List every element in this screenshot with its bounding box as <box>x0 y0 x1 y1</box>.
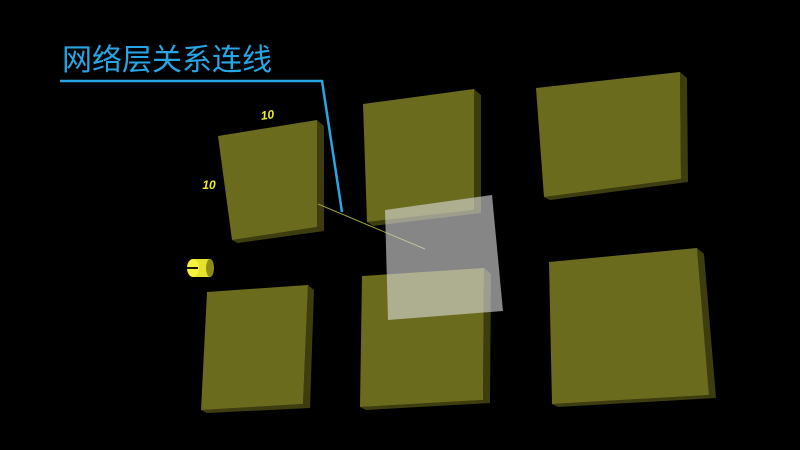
diagram-title: 网络层关系连线 <box>62 43 272 78</box>
width-label: 10 <box>260 107 275 123</box>
layer-top-left[interactable] <box>218 120 324 243</box>
cylinder-anchor-icon[interactable] <box>187 259 214 277</box>
layer-bottom-right[interactable] <box>549 248 716 407</box>
layer-bottom-left[interactable] <box>201 285 314 413</box>
height-label: 10 <box>202 178 216 192</box>
callout-leader-line <box>60 79 344 213</box>
layer-top-right[interactable] <box>536 72 688 200</box>
overlay-layer[interactable] <box>385 195 503 320</box>
